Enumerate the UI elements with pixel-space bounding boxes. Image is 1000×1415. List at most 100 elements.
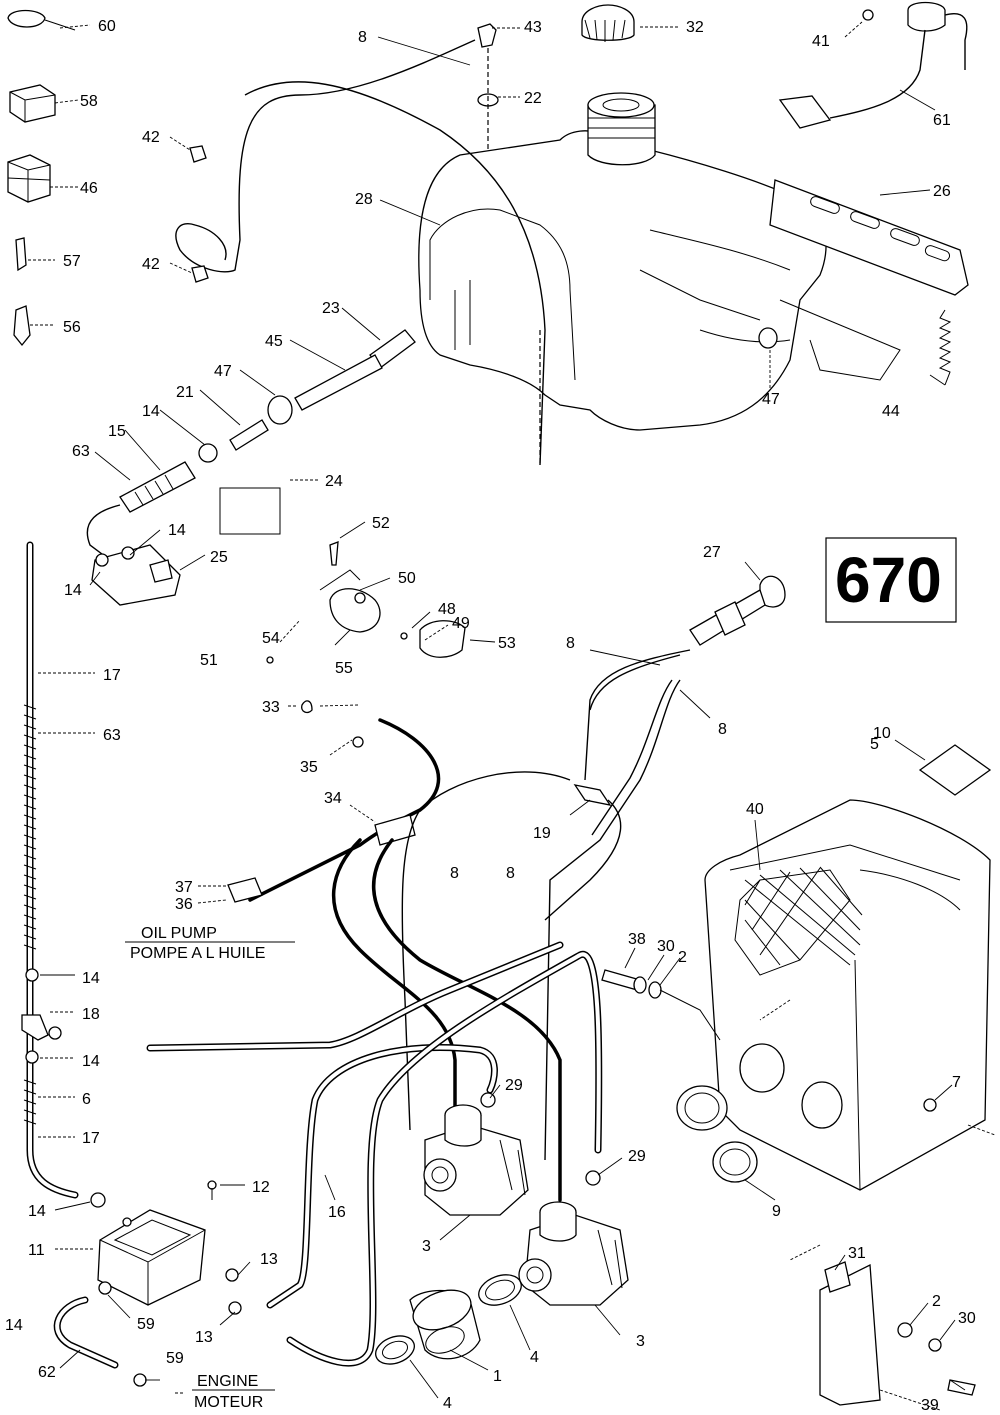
label-card-10 — [918, 744, 992, 796]
callout-47b: 47 — [762, 391, 780, 408]
callout-48: 48 — [438, 601, 456, 618]
callout-8d: 8 — [450, 865, 459, 882]
callout-14g: 14 — [5, 1317, 23, 1334]
page-number-box: 670 — [825, 537, 957, 623]
callout-14a: 14 — [142, 403, 160, 420]
oil-pump-label-en: OIL PUMP — [141, 925, 217, 942]
callout-8c: 8 — [718, 721, 727, 738]
callout-51: 51 — [200, 652, 218, 669]
callout-59a: 59 — [137, 1316, 155, 1333]
callout-38: 38 — [628, 931, 646, 948]
connector-58 — [9, 84, 56, 123]
carburetor-front — [423, 1092, 529, 1216]
vent-hose-8c — [544, 679, 681, 1161]
callout-36: 36 — [175, 896, 193, 913]
vent-valve — [477, 23, 499, 150]
callout-17a: 17 — [103, 667, 121, 684]
engine-label-fr: MOTEUR — [194, 1394, 263, 1411]
callout-2b: 2 — [932, 1293, 941, 1310]
callout-10: 10 — [873, 725, 891, 742]
engine-label-en: ENGINE — [197, 1373, 258, 1390]
callout-5: 5 — [870, 736, 879, 753]
callout-54: 54 — [262, 630, 280, 647]
terminal-57 — [15, 237, 27, 272]
oil-pump-caption: OIL PUMP POMPE A L HUILE — [125, 925, 295, 962]
callout-53: 53 — [498, 635, 516, 652]
callout-30b: 30 — [958, 1310, 976, 1327]
connector-60 — [7, 9, 76, 31]
callout-44: 44 — [882, 403, 900, 420]
fuel-line-left — [21, 541, 106, 1208]
callout-23: 23 — [322, 300, 340, 317]
callout-32: 32 — [686, 19, 704, 36]
callout-58: 58 — [80, 93, 98, 110]
callout-numbers: 60 58 46 57 56 42 42 8 43 22 32 41 61 26… — [5, 18, 976, 1414]
callout-22: 22 — [524, 90, 542, 107]
callout-52: 52 — [372, 515, 390, 532]
callout-37: 37 — [175, 879, 193, 896]
callout-3b: 3 — [636, 1333, 645, 1350]
callout-7: 7 — [952, 1074, 961, 1091]
callout-9: 9 — [772, 1203, 781, 1220]
callout-14b: 14 — [168, 522, 186, 539]
callout-42a: 42 — [142, 129, 160, 146]
callout-14d: 14 — [82, 970, 100, 987]
primer-bracket — [91, 487, 281, 606]
callout-47a: 47 — [214, 363, 232, 380]
callout-14c: 14 — [64, 582, 82, 599]
silencer-bracket — [819, 1261, 976, 1406]
callout-33: 33 — [262, 699, 280, 716]
hose-clamp-4b — [375, 1335, 415, 1365]
callout-26: 26 — [933, 183, 951, 200]
air-boot-rear — [712, 1141, 758, 1183]
callout-39: 39 — [921, 1397, 939, 1414]
vent-hose-top — [175, 39, 476, 273]
callout-50: 50 — [398, 570, 416, 587]
callout-40: 40 — [746, 801, 764, 818]
callout-13b: 13 — [195, 1329, 213, 1346]
callout-24: 24 — [325, 473, 343, 490]
callout-17b: 17 — [82, 1130, 100, 1147]
choke-lever — [266, 541, 466, 664]
vent-hose-8b — [584, 649, 691, 781]
callout-49: 49 — [452, 615, 470, 632]
callout-19: 19 — [533, 825, 551, 842]
hose-clamp-4a — [478, 1274, 522, 1306]
callout-4b: 4 — [443, 1395, 452, 1412]
oil-pump-line — [227, 700, 562, 1202]
callout-42b: 42 — [142, 256, 160, 273]
filler-neck — [587, 92, 656, 166]
terminal-56 — [13, 305, 31, 347]
callout-4a: 4 — [530, 1349, 539, 1366]
page-number: 670 — [835, 544, 942, 616]
fuel-pump — [97, 1180, 242, 1315]
callout-8e: 8 — [506, 865, 515, 882]
carburetor-rear — [518, 1170, 629, 1306]
callout-31: 31 — [848, 1245, 866, 1262]
callout-35: 35 — [300, 759, 318, 776]
air-silencer — [704, 799, 991, 1191]
intake-boot-1 — [409, 1289, 481, 1360]
callout-45: 45 — [265, 333, 283, 350]
callout-41: 41 — [812, 33, 830, 50]
tank-bracket — [769, 179, 969, 296]
choke-cable — [689, 575, 786, 646]
callout-14f: 14 — [28, 1203, 46, 1220]
leader-lines — [28, 21, 996, 1411]
callout-15: 15 — [108, 423, 126, 440]
fuel-outlet-fittings — [86, 329, 416, 561]
callout-11: 11 — [28, 1242, 45, 1259]
callout-59b: 59 — [166, 1350, 184, 1367]
callout-29a: 29 — [505, 1077, 523, 1094]
callout-63b: 63 — [103, 727, 121, 744]
callout-63a: 63 — [72, 443, 90, 460]
callout-2a: 2 — [678, 949, 687, 966]
fuel-level-sensor — [778, 1, 968, 129]
callout-18: 18 — [82, 1006, 100, 1023]
callout-13a: 13 — [260, 1251, 278, 1268]
callout-14e: 14 — [82, 1053, 100, 1070]
callout-62: 62 — [38, 1364, 56, 1381]
grommet-47b — [758, 327, 778, 349]
callout-61: 61 — [933, 112, 951, 129]
